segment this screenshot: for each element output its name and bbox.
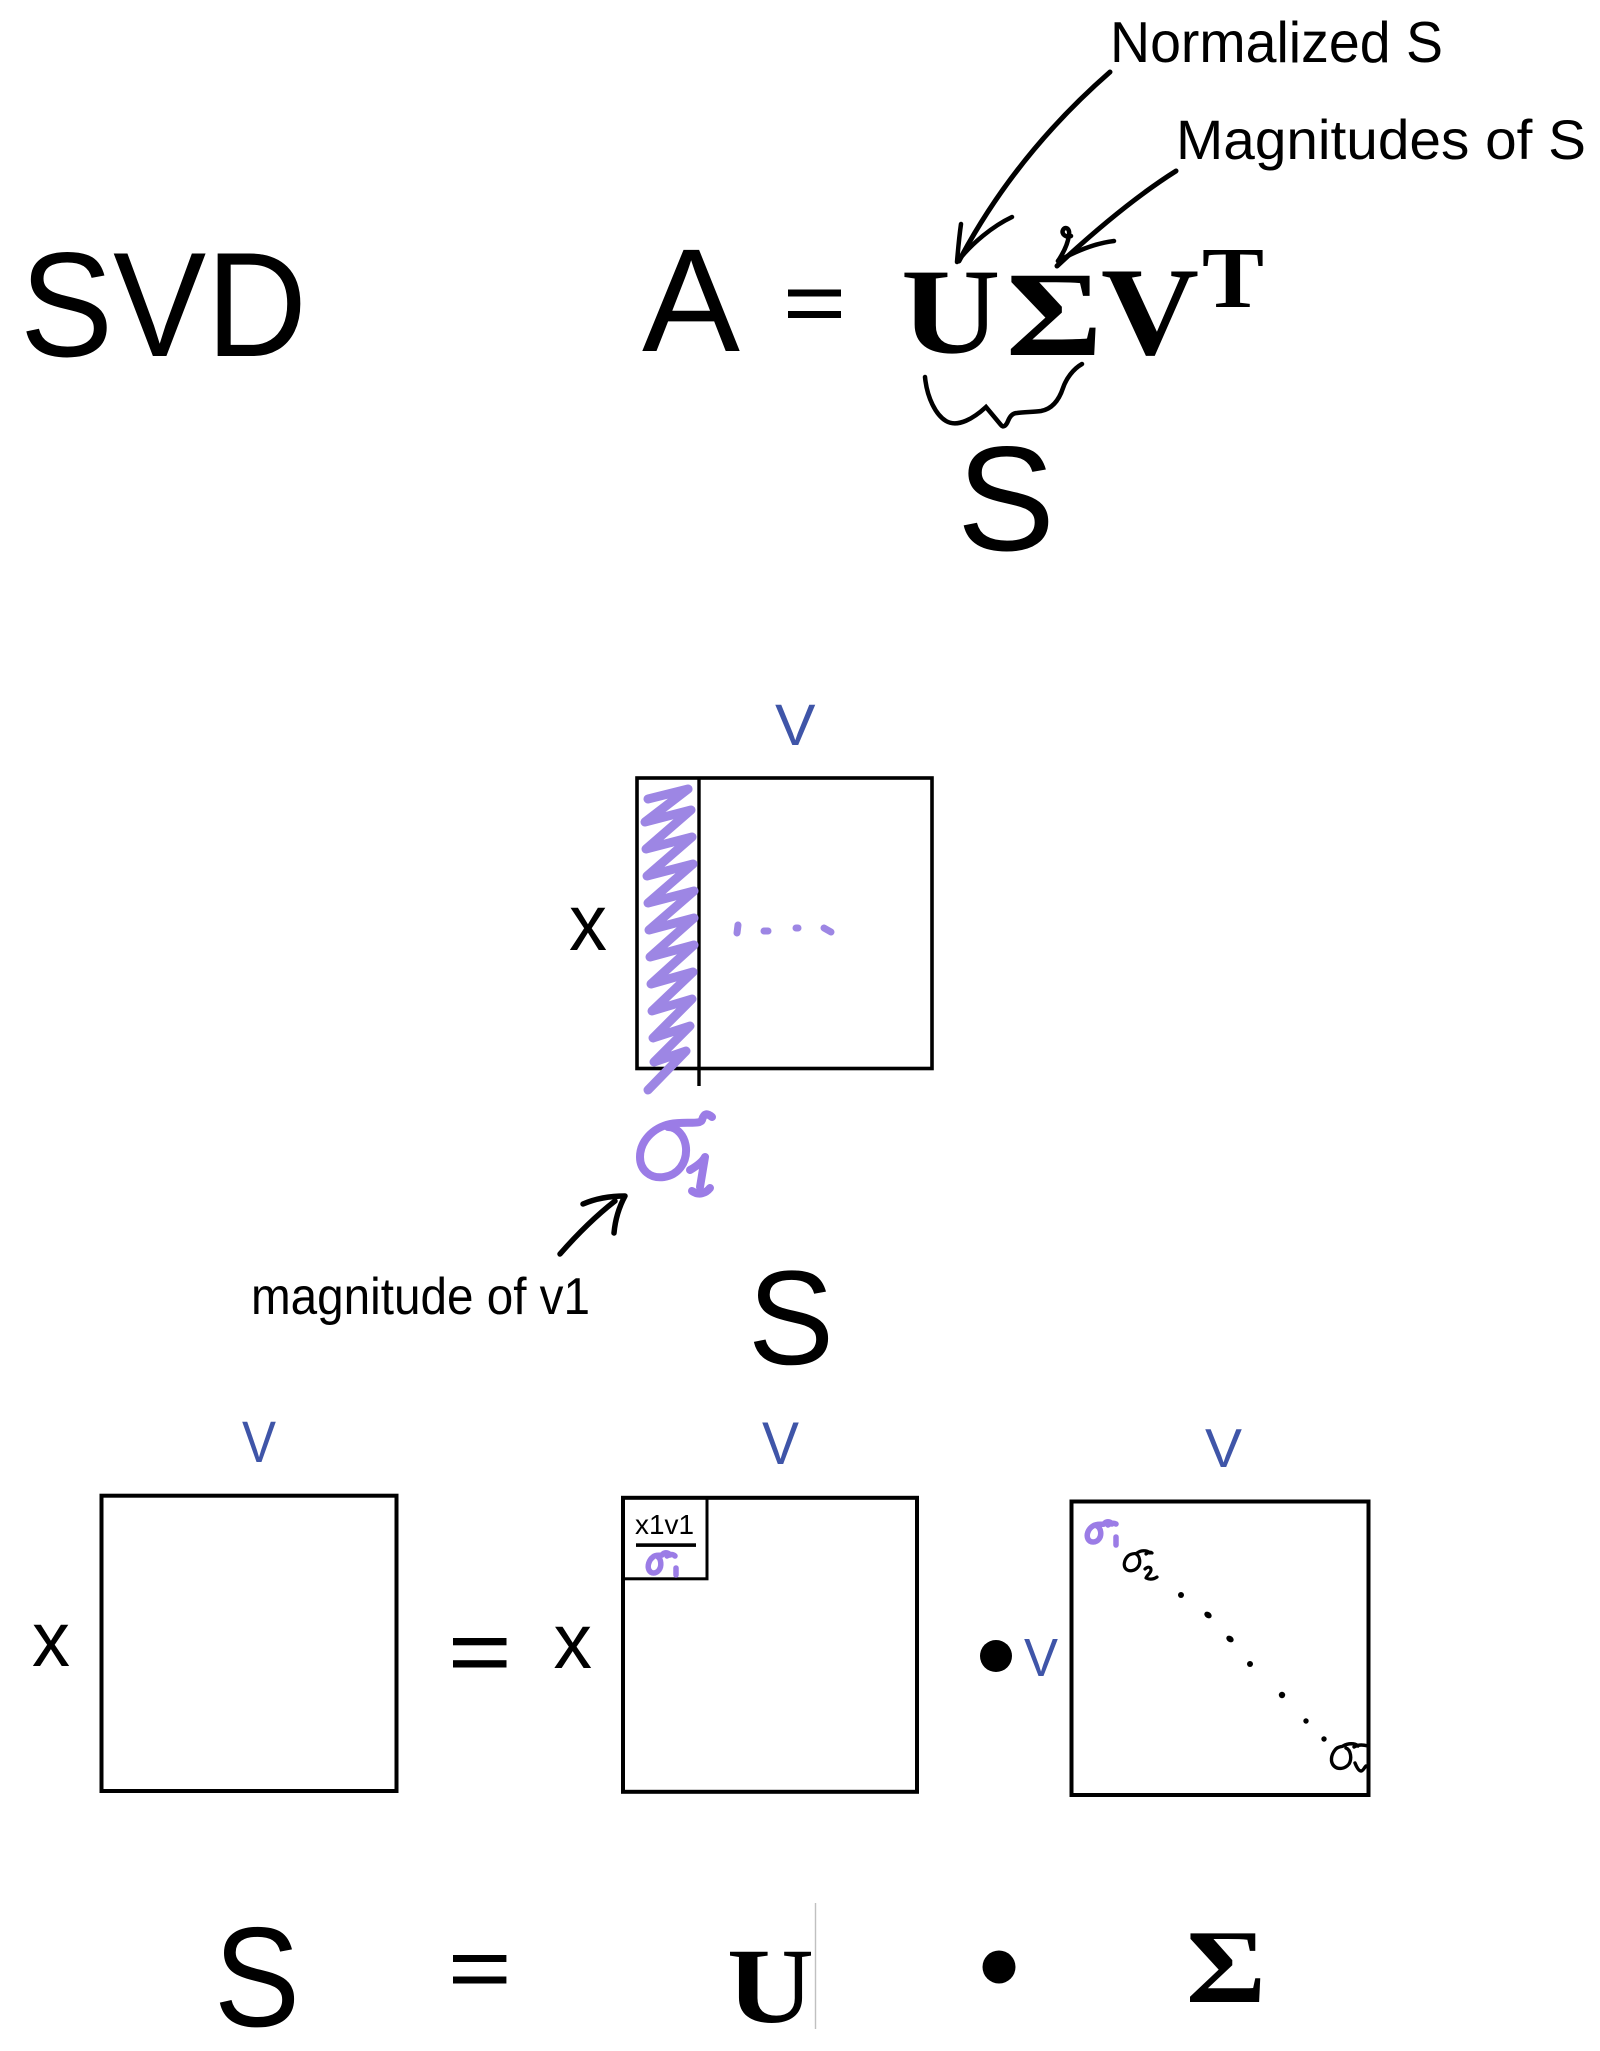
svg-text:x: x (554, 1597, 593, 1685)
svg-text:Σ: Σ (1006, 248, 1103, 382)
svg-text:Normalized S: Normalized S (1110, 11, 1443, 75)
svg-text:S: S (957, 415, 1055, 582)
svg-text:U: U (727, 1928, 814, 2046)
svg-text:x1v1: x1v1 (635, 1509, 694, 1540)
svg-text:V: V (1205, 1417, 1242, 1479)
svg-text:Magnitudes of S: Magnitudes of S (1176, 108, 1586, 171)
svg-text:SVD: SVD (20, 221, 307, 388)
svg-text:x: x (569, 878, 607, 967)
svg-text:T: T (1202, 229, 1264, 326)
svg-text:V: V (1024, 1628, 1058, 1688)
svg-text:V: V (775, 693, 816, 758)
svg-text:Σ: Σ (1186, 1908, 1266, 2025)
svg-text:magnitude of v1: magnitude of v1 (251, 1268, 590, 1326)
svg-text:V: V (242, 1410, 276, 1475)
svg-text:A: A (642, 219, 740, 383)
svg-text:S: S (214, 1898, 300, 2051)
svg-text:x: x (32, 1595, 70, 1683)
svg-text:U: U (901, 245, 1001, 380)
svg-text:V: V (762, 1410, 799, 1477)
svg-text:S: S (748, 1244, 834, 1393)
svg-text:V: V (1101, 243, 1199, 382)
